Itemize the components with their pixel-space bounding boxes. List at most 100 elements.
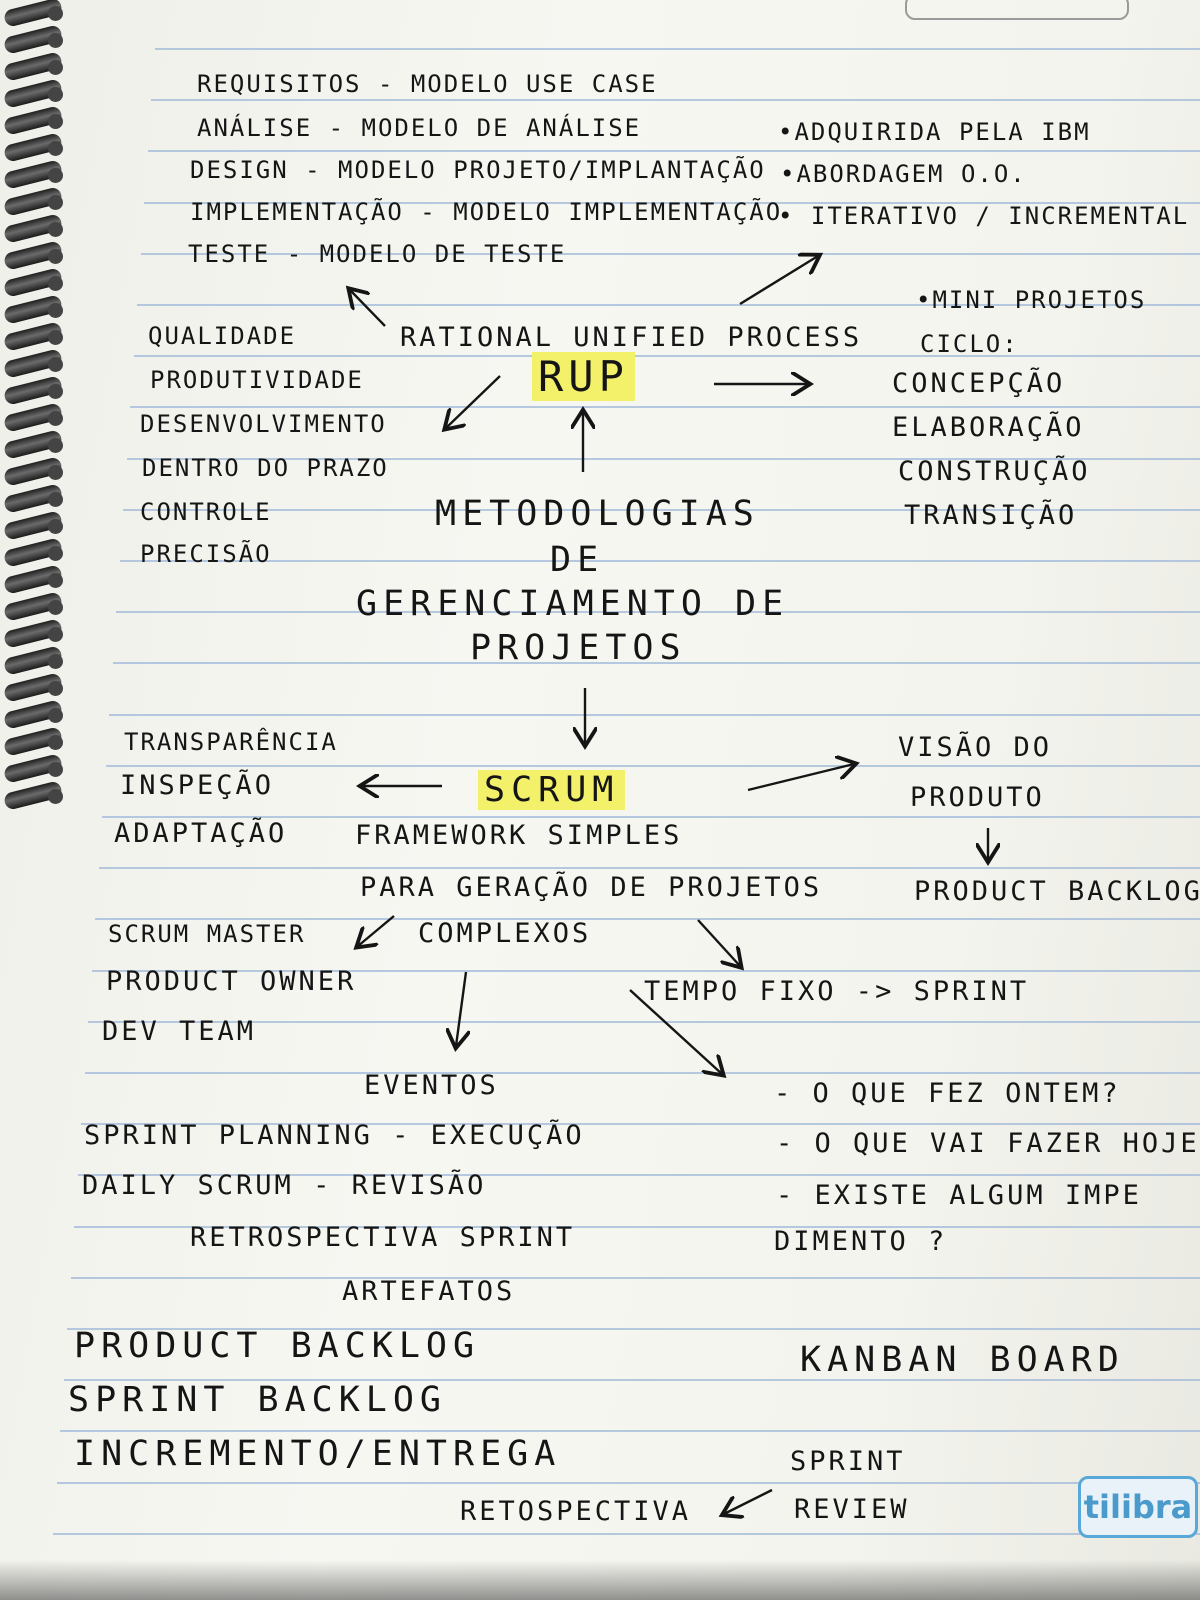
- arrow-rup-to-bullets: [739, 256, 818, 306]
- center-title-line: DE: [550, 540, 605, 580]
- ruled-line: [137, 304, 1200, 306]
- cycle-label: CICLO:: [920, 330, 1019, 358]
- rup-benefit: PRECISÃO: [140, 540, 272, 568]
- scrum-desc: FRAMEWORK SIMPLES: [355, 820, 683, 851]
- scrum-role: SCRUM MASTER: [108, 920, 306, 948]
- spiral-hole: [48, 465, 63, 480]
- cycle-phase: TRANSIÇÃO: [904, 500, 1078, 531]
- rup-list-item: ANÁLISE - MODELO DE ANÁLISE: [197, 114, 642, 142]
- spiral-hole: [48, 789, 63, 804]
- arrow-to-tempo-fixo: [697, 919, 740, 966]
- scrum-vision: VISÃO DO: [898, 732, 1053, 763]
- ruled-line: [141, 252, 1200, 255]
- spiral-hole: [48, 303, 63, 318]
- ruled-line: [123, 508, 1200, 511]
- ruled-line: [53, 1532, 1200, 1535]
- scrum-vision: PRODUTO: [910, 782, 1045, 813]
- spiral-hole: [48, 681, 63, 696]
- evento: RETROSPECTIVA SPRINT: [190, 1222, 576, 1253]
- ruled-line: [57, 1481, 1200, 1484]
- evento: DAILY SCRUM - REVISÃO: [82, 1170, 487, 1201]
- scrum-pillar: ADAPTAÇÃO: [114, 818, 288, 849]
- ruled-line: [144, 201, 1200, 204]
- cycle-phase: CONCEPÇÃO: [892, 368, 1066, 399]
- artefatos-title: ARTEFATOS: [342, 1276, 516, 1307]
- scrum-pillar: INSPEÇÃO: [120, 770, 275, 801]
- spiral-hole: [48, 438, 63, 453]
- ruled-line: [109, 713, 1200, 716]
- spiral-hole: [48, 6, 63, 21]
- spiral-hole: [48, 195, 63, 210]
- ruled-line: [64, 1379, 1200, 1382]
- retrospectiva: RETOSPECTIVA: [460, 1496, 692, 1527]
- ruled-line: [78, 1174, 1200, 1177]
- spiral-hole: [48, 60, 63, 75]
- rup-list-item: REQUISITOS - MODELO USE CASE: [197, 70, 658, 98]
- center-title-line: GERENCIAMENTO DE: [356, 584, 790, 624]
- ruled-line: [60, 1430, 1200, 1433]
- spiral-hole: [48, 249, 63, 264]
- ruled-line: [155, 48, 1200, 50]
- daily-question: - O QUE VAI FAZER HOJE: [776, 1128, 1200, 1159]
- ruled-line: [113, 662, 1200, 665]
- spiral-hole: [48, 627, 63, 642]
- artefato: INCREMENTO/ENTREGA: [74, 1434, 562, 1474]
- ruled-line: [85, 1072, 1200, 1074]
- spiral-hole: [48, 519, 63, 534]
- cycle-phase: ELABORAÇÃO: [892, 412, 1085, 443]
- spiral-hole: [48, 276, 63, 291]
- spiral-hole: [48, 222, 63, 237]
- ruled-line: [116, 611, 1200, 614]
- rup-list-item: IMPLEMENTAÇÃO - MODELO IMPLEMENTAÇÃO: [190, 198, 783, 226]
- daily-question: DIMENTO ?: [774, 1226, 948, 1257]
- product-backlog-right: PRODUCT BACKLOG: [914, 876, 1200, 907]
- page-header-box: [905, 0, 1129, 20]
- center-title-line: PROJETOS: [470, 628, 687, 668]
- rup-benefit: DESENVOLVIMENTO: [140, 410, 387, 438]
- scrum-label: SCRUM: [478, 770, 626, 810]
- daily-question: - EXISTE ALGUM IMPE: [776, 1180, 1142, 1211]
- ruled-line: [106, 764, 1200, 767]
- spiral-hole: [48, 411, 63, 426]
- rup-full-name: RATIONAL UNIFIED PROCESS: [400, 322, 863, 353]
- ruled-line: [88, 1020, 1200, 1023]
- sprint-review: REVIEW: [794, 1494, 910, 1525]
- spiral-hole: [48, 330, 63, 345]
- spiral-hole: [48, 114, 63, 129]
- rup-bullet: •ABORDAGEM O.O.: [780, 160, 1027, 188]
- ruled-line: [71, 1276, 1200, 1279]
- rup-bullet: • ITERATIVO / INCREMENTAL: [778, 202, 1190, 230]
- arrow-review-to-retro: [724, 1488, 773, 1514]
- ruled-line: [99, 867, 1200, 870]
- rup-bullet: •ADQUIRIDA PELA IBM: [778, 118, 1091, 146]
- rup-benefit: DENTRO DO PRAZO: [142, 454, 389, 482]
- spiral-hole: [48, 762, 63, 777]
- scrum-pillar: TRANSPARÊNCIA: [124, 728, 338, 756]
- spiral-binding: [0, 0, 70, 820]
- spiral-hole: [48, 168, 63, 183]
- spiral-hole: [48, 600, 63, 615]
- cycle-phase: CONSTRUÇÃO: [898, 456, 1091, 487]
- scrum-desc: PARA GERAÇÃO DE PROJETOS: [360, 872, 823, 903]
- arrow-to-daily: [629, 989, 722, 1074]
- evento: SPRINT PLANNING - EXECUÇÃO: [84, 1120, 585, 1151]
- ruled-line: [130, 406, 1200, 409]
- ruled-line: [92, 969, 1200, 972]
- scrum-role: PRODUCT OWNER: [106, 966, 357, 997]
- spiral-hole: [48, 573, 63, 588]
- rup-benefit: QUALIDADE: [148, 322, 297, 350]
- rup-bullet: •MINI PROJETOS: [916, 286, 1147, 314]
- scrum-role: DEV TEAM: [102, 1016, 257, 1047]
- arrow-to-eventos: [456, 971, 466, 1046]
- spiral-hole: [48, 492, 63, 507]
- page-shadow: [0, 1560, 1200, 1600]
- daily-question: - O QUE FEZ ONTEM?: [774, 1078, 1121, 1109]
- ruled-line: [134, 355, 1200, 358]
- ruled-line: [67, 1328, 1200, 1330]
- eventos-title: EVENTOS: [364, 1070, 499, 1101]
- scrum-desc: COMPLEXOS: [418, 918, 592, 949]
- ruled-line: [95, 918, 1200, 921]
- scrum-highlight: SCRUM: [478, 770, 626, 810]
- artefato: PRODUCT BACKLOG: [74, 1326, 481, 1366]
- arrow-rup-to-list: [350, 290, 386, 327]
